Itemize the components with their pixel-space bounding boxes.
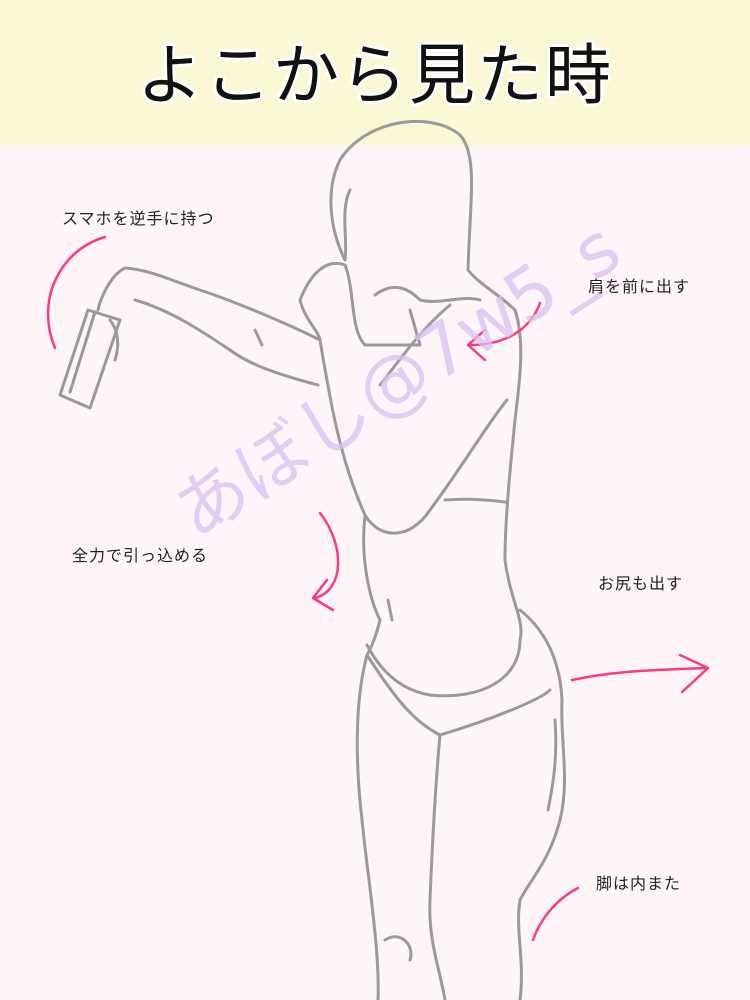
page-title: よこから見た時	[137, 37, 613, 114]
note-hip: お尻も出す	[598, 574, 684, 593]
phone-arrow	[46, 235, 107, 350]
body-lineart	[58, 119, 567, 1000]
title-banner	[0, 0, 750, 145]
legs-arrow	[531, 886, 580, 942]
belly-arrow	[311, 511, 340, 612]
note-shoulder: 肩を前に出す	[588, 277, 691, 296]
shoulder-arrow	[466, 301, 542, 362]
note-belly: 全力で引っ込める	[72, 546, 209, 565]
note-phone: スマホを逆手に持つ	[62, 209, 215, 228]
note-legs: 脚は内また	[596, 874, 682, 893]
hip-arrow	[570, 653, 710, 694]
pink-arrows	[46, 235, 710, 942]
